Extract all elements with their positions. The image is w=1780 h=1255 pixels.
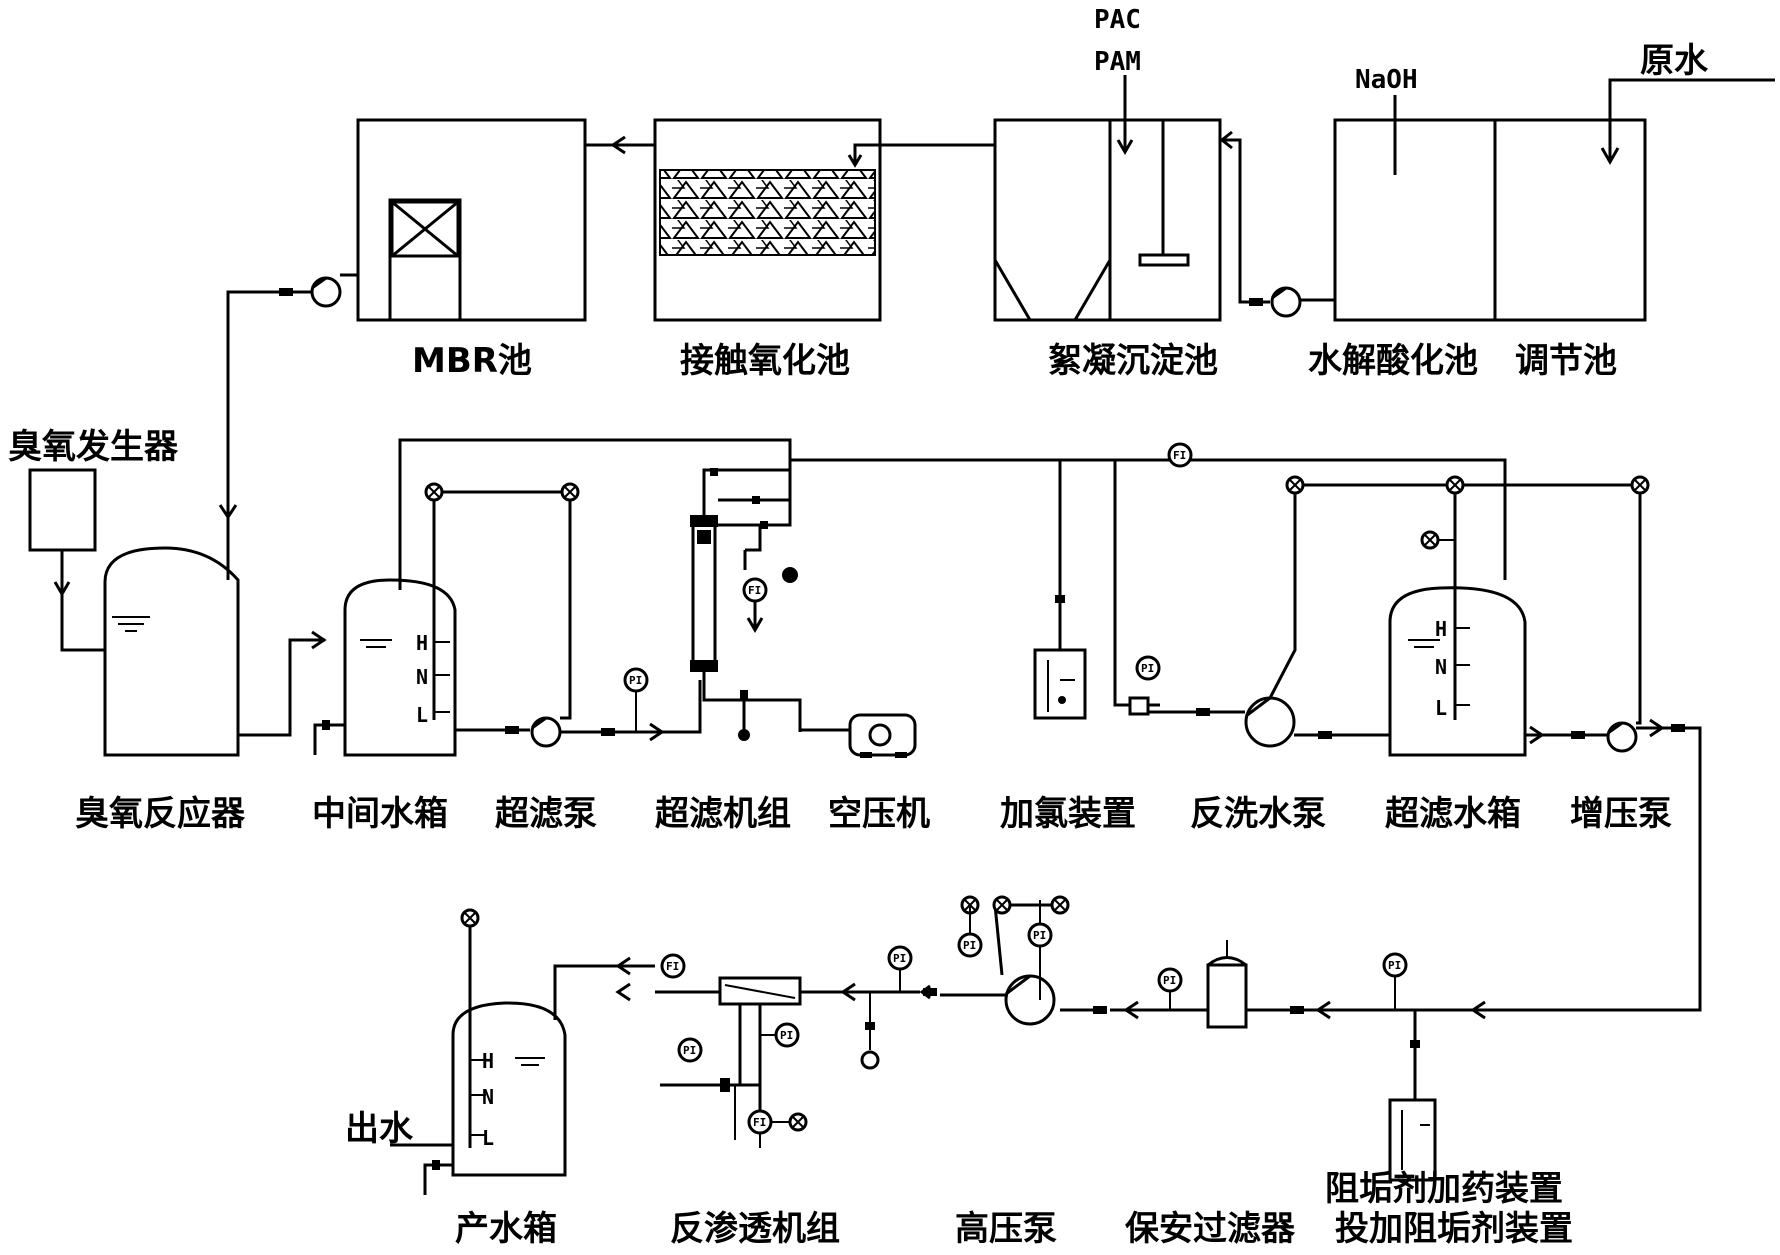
pi-ro-inlet: PI (893, 952, 906, 965)
level-low-1: L (416, 703, 428, 727)
ozone-generator-label: 臭氧发生器 (8, 427, 179, 467)
pi-hp-outlet: PI (963, 939, 976, 952)
pi-ro-concentrate: PI (780, 1029, 793, 1042)
level-normal-1: N (416, 665, 428, 689)
raw-water-inlet: 原水 (1600, 41, 1775, 166)
equalization-tank-label: 调节池 (1515, 341, 1617, 381)
product-water-tank: H N L (390, 908, 567, 1195)
product-tank-label: 产水箱 (455, 1209, 557, 1249)
ro-membrane-unit: PI PI FI FI (553, 953, 808, 1148)
hydrolysis-tank-label: 水解酸化池 (1308, 341, 1478, 381)
pipe-hp-to-ro: PI (800, 945, 931, 1070)
air-compressor-label: 空压机 (828, 794, 930, 834)
uf-membrane-unit: FI (398, 438, 802, 741)
uf-unit-label: 超滤机组 (655, 794, 791, 834)
level-low-2: L (1435, 696, 1447, 720)
hydrolysis-equalization-tank: NaOH (1333, 65, 1647, 322)
fi-uf-product: FI (748, 584, 761, 597)
mbr-tank (356, 118, 587, 322)
uf-tank-label: 超滤水箱 (1385, 794, 1521, 834)
pi-uf-inlet: PI (629, 674, 642, 687)
flocculation-tank-label: 絮凝沉淀池 (1048, 341, 1218, 381)
ozone-generator (28, 468, 105, 652)
antiscalant-dosing-device: PI (1382, 952, 1437, 1182)
uf-pump-label: 超滤泵 (495, 794, 597, 834)
pam-label: PAM (1094, 47, 1141, 77)
security-filter-label: 保安过滤器 (1125, 1209, 1296, 1249)
air-compressor (800, 713, 917, 758)
level-high-2: H (1435, 617, 1447, 641)
raw-water-label: 原水 (1640, 41, 1709, 81)
contact-oxidation-label: 接触氧化池 (680, 341, 850, 381)
high-pressure-pump-label: 高压泵 (955, 1209, 1057, 1249)
backwash-piping: FI PI (790, 442, 1507, 716)
pi-ro-drain: PI (683, 1044, 696, 1057)
security-filter: PI (1093, 940, 1430, 1029)
pi-antiscalant: PI (1388, 959, 1401, 972)
mbr-tank-label: MBR池 (412, 341, 532, 381)
chlorine-dosing-label: 加氯装置 (1000, 794, 1136, 834)
fi-ro-permeate: FI (666, 960, 679, 973)
mbr-suction-pump (218, 273, 358, 580)
level-normal-3: N (482, 1085, 494, 1109)
high-pressure-pump: PI PI (923, 895, 1094, 1026)
pi-security-filter: PI (1163, 974, 1176, 987)
ozone-reactor-label: 臭氧反应器 (75, 794, 246, 834)
naoh-label: NaOH (1355, 65, 1418, 95)
lift-pump-1 (1219, 130, 1335, 318)
pi-backwash: PI (1141, 662, 1154, 675)
chlorine-dosing-device (1033, 460, 1087, 720)
backwash-pump (1148, 475, 1640, 748)
fi-ro-concentrate: FI (753, 1116, 766, 1129)
level-high-3: H (482, 1049, 494, 1073)
pi-hp-inlet: PI (1033, 929, 1046, 942)
ro-unit-label: 反渗透机组 (670, 1209, 840, 1249)
flocculation-sedimentation-tank: PAC PAM (993, 5, 1222, 322)
backwash-pump-label: 反洗水泵 (1190, 794, 1326, 834)
booster-pump (1430, 475, 1702, 1020)
level-normal-2: N (1435, 655, 1447, 679)
ozone-reactor (103, 546, 327, 757)
contact-oxidation-tank (653, 118, 995, 322)
fi-backwash: FI (1173, 449, 1186, 462)
outlet-label: 出水 (345, 1109, 414, 1149)
uf-pump: PI (424, 482, 702, 748)
intermediate-tank: H N L (313, 578, 457, 757)
antiscalant-adding-label: 投加阻垢剂装置 (1335, 1209, 1573, 1249)
uf-water-tank: H N L (1388, 475, 1610, 757)
antiscalant-dosing-label: 阻垢剂加药装置 (1325, 1169, 1563, 1209)
pac-label: PAC (1094, 5, 1141, 35)
level-high-1: H (416, 631, 428, 655)
level-low-3: L (482, 1126, 494, 1150)
intermediate-tank-label: 中间水箱 (312, 794, 448, 834)
booster-pump-label: 增压泵 (1570, 794, 1672, 834)
